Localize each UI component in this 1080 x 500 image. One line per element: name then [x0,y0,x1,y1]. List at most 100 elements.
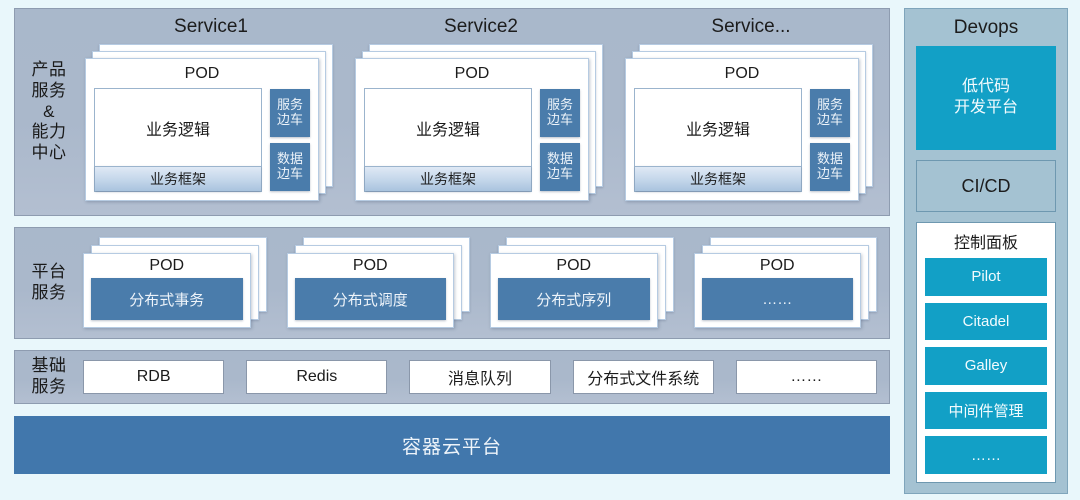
band-body-base: RDB Redis 消息队列 分布式文件系统 …… [83,351,889,403]
pod-stack: POD 业务逻辑 业务框架 服务 边车 [625,44,873,201]
platform-service-box: 分布式序列 [498,278,650,320]
service-title: Service... [711,16,791,37]
band-label-line: 中心 [31,143,67,163]
sidecar-column: 服务 边车 数据 边车 [270,88,310,192]
control-panel: 控制面板 Pilot Citadel Galley 中间件管理 …… [916,222,1056,483]
platform-service-box: …… [701,278,853,320]
pod-title: POD [556,257,592,274]
control-panel-item-citadel[interactable]: Citadel [925,302,1047,341]
container-cloud-platform-bar[interactable]: 容器云平台 [14,416,890,474]
data-sidecar-box: 数据 边车 [810,143,850,191]
control-panel-item-pilot[interactable]: Pilot [925,258,1047,296]
business-logic-box: 业务逻辑 [685,121,750,139]
pod-title: POD [352,257,388,274]
sidecar-line: 服务 [816,97,843,113]
pod-title: POD [184,65,220,82]
lowcode-platform-box[interactable]: 低代码 开发平台 [916,46,1056,150]
cicd-box[interactable]: CI/CD [916,160,1056,212]
pod-stack: POD 业务逻辑 业务框架 服务 边车 [85,44,333,201]
pod-inner: 业务逻辑 业务框架 服务 边车 数据 [634,88,850,192]
sidecar-line: 数据 [276,151,303,167]
business-framework-box: 业务框架 [365,166,531,191]
platform-service-box: 分布式事务 [91,278,243,320]
pod-title: POD [149,257,185,274]
platform-pod-stack[interactable]: POD …… [693,237,877,328]
pod-stack: POD 业务逻辑 业务框架 服务 边车 [355,44,603,201]
business-framework-box: 业务框架 [635,166,801,191]
control-panel-item-galley[interactable]: Galley [925,347,1047,385]
base-service-item[interactable]: Redis [246,360,388,394]
service-title: Service1 [174,16,248,37]
band-product-services: 产品 服务 & 能力 中心 Service1 POD [14,8,890,216]
service-sidecar-box: 服务 边车 [810,89,850,137]
business-logic-box: 业务逻辑 [145,121,210,139]
band-label-product: 产品 服务 & 能力 中心 [15,9,83,215]
band-label-base: 基础 服务 [15,351,83,403]
sidecar-line: 数据 [546,151,573,167]
platform-pod-stack[interactable]: POD 分布式调度 [286,237,470,328]
devops-title: Devops [953,17,1019,38]
business-column: 业务逻辑 业务框架 [364,88,532,192]
sidecar-line: 边车 [546,166,573,181]
business-column: 业务逻辑 业务框架 [634,88,802,192]
sidecar-line: 边车 [546,112,573,127]
main-column: 产品 服务 & 能力 中心 Service1 POD [14,8,890,494]
lowcode-line: 开发平台 [953,99,1018,116]
business-framework-box: 业务框架 [95,166,261,191]
control-panel-item-middleware[interactable]: 中间件管理 [925,391,1047,430]
pod-card[interactable]: POD 业务逻辑 业务框架 服务 边车 [85,58,319,201]
sidecar-line: 边车 [816,112,843,127]
control-panel-list: Pilot Citadel Galley 中间件管理 …… [925,258,1047,474]
pod-title: POD [724,65,760,82]
band-label-line: 服务 [31,80,67,100]
data-sidecar-box: 数据 边车 [270,143,310,191]
service-group[interactable]: Service2 POD 业务逻辑 业务框架 [353,13,609,207]
platform-pod-card[interactable]: POD 分布式事务 [83,253,251,328]
band-label-platform: 平台 服务 [15,228,83,338]
base-service-item[interactable]: 分布式文件系统 [572,360,714,394]
control-panel-item-more[interactable]: …… [925,436,1047,474]
band-platform-services: 平台 服务 POD 分布式事务 POD 分布式调 [14,227,890,339]
platform-pod-card[interactable]: POD …… [693,253,861,328]
platform-service-box: 分布式调度 [294,278,446,320]
sidecar-line: 边车 [276,166,303,181]
band-label-line: 服务 [31,283,67,302]
pod-card[interactable]: POD 业务逻辑 业务框架 服务 边车 [355,58,589,201]
band-label-line: 产品 [31,60,67,80]
data-sidecar-box: 数据 边车 [540,143,580,191]
platform-pod-card[interactable]: POD 分布式调度 [286,253,454,328]
platform-pod-stack[interactable]: POD 分布式事务 [83,237,267,328]
sidecar-line: 服务 [276,97,303,113]
devops-panel: Devops 低代码 开发平台 CI/CD 控制面板 Pilot Citadel… [904,8,1068,494]
platform-pod-card[interactable]: POD 分布式序列 [490,253,658,328]
base-service-item[interactable]: …… [735,360,878,394]
band-label-line: 能力 [31,122,67,142]
service-title: Service2 [444,16,518,37]
base-service-item[interactable]: RDB [83,360,225,394]
service-sidecar-box: 服务 边车 [540,89,580,137]
band-label-line: & [43,101,55,121]
base-service-item[interactable]: 消息队列 [409,360,551,394]
business-logic-box: 业务逻辑 [415,121,480,139]
band-body-product: Service1 POD 业务逻辑 业务框架 [83,9,889,215]
pod-inner: 业务逻辑 业务框架 服务 边车 数据 [364,88,580,192]
sidecar-line: 服务 [546,97,573,113]
service-group[interactable]: Service... POD 业务逻辑 业务框架 [623,13,879,207]
pod-inner: 业务逻辑 业务框架 服务 边车 数据 [94,88,310,192]
service-sidecar-box: 服务 边车 [270,89,310,137]
platform-pod-stack[interactable]: POD 分布式序列 [490,237,674,328]
band-base-services: 基础 服务 RDB Redis 消息队列 分布式文件系统 …… [14,350,890,404]
sidecar-line: 数据 [816,151,843,167]
band-label-line: 平台 [31,262,67,282]
band-label-line: 基础 [31,356,67,376]
service-group[interactable]: Service1 POD 业务逻辑 业务框架 [83,13,339,207]
band-body-platform: POD 分布式事务 POD 分布式调度 POD [83,228,889,338]
control-panel-title: 控制面板 [953,235,1018,252]
business-column: 业务逻辑 业务框架 [94,88,262,192]
pod-title: POD [759,257,795,274]
sidecar-line: 边车 [816,166,843,181]
sidecar-line: 边车 [276,112,303,127]
pod-card[interactable]: POD 业务逻辑 业务框架 服务 边车 [625,58,859,201]
band-label-line: 服务 [31,377,67,396]
